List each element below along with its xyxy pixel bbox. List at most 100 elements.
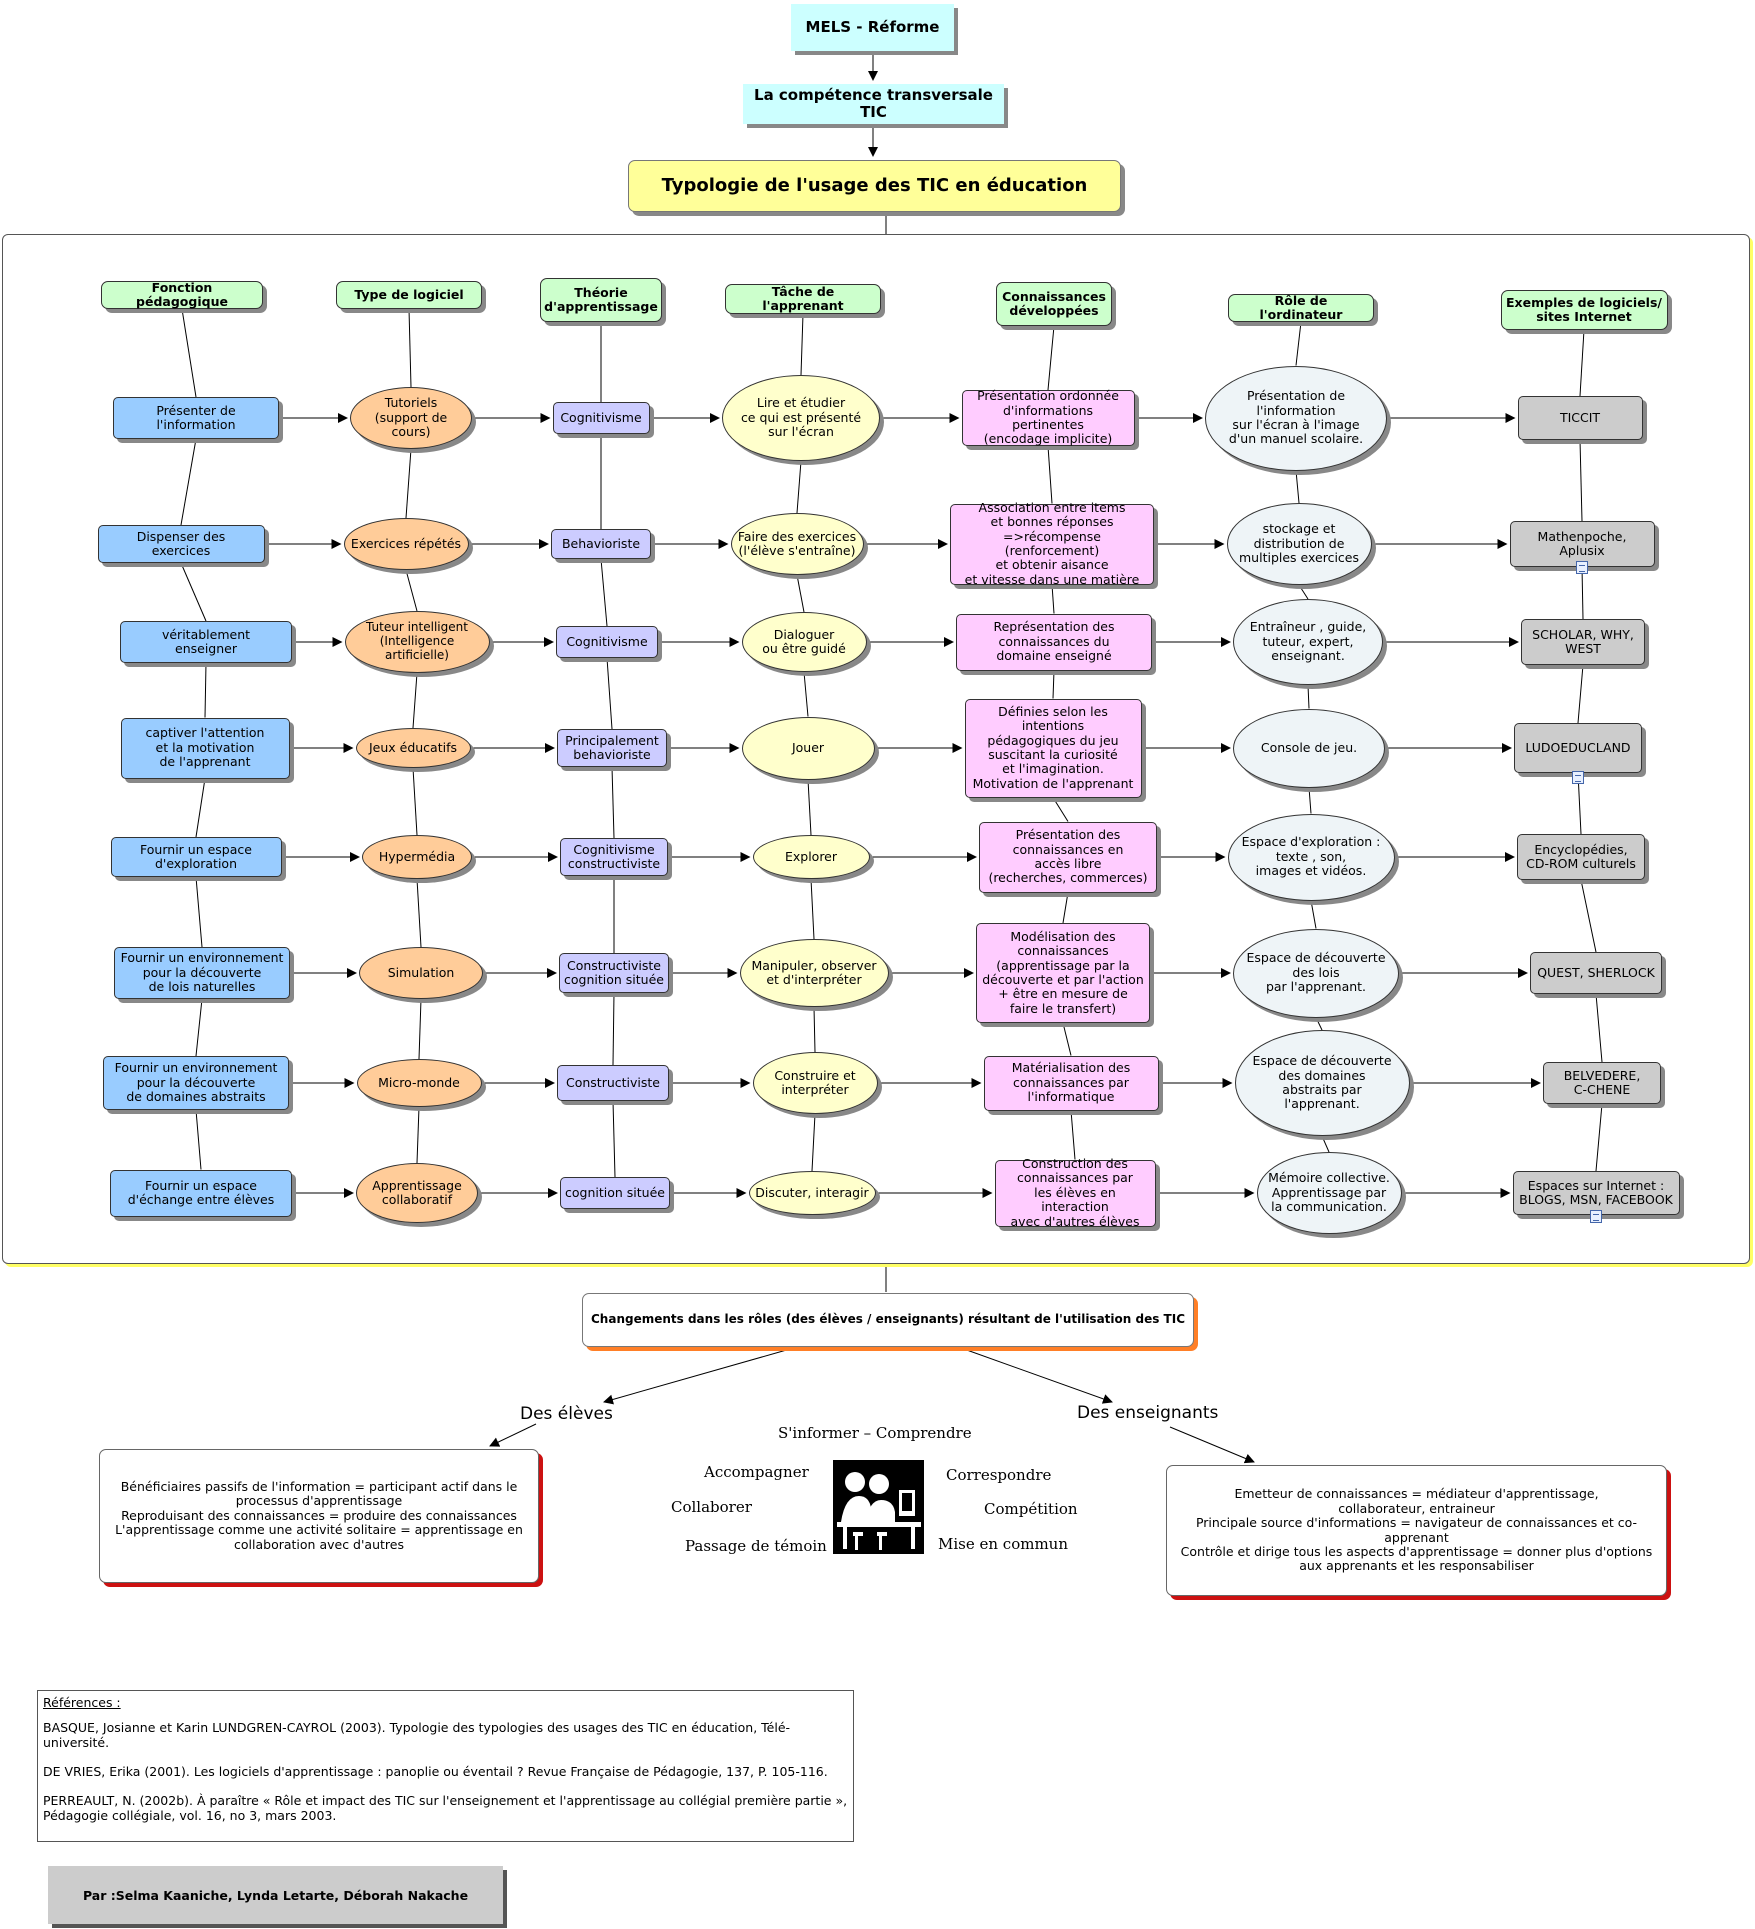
connaissances-node[interactable]: Présentation ordonnée d'informations per… — [961, 389, 1135, 446]
exemple-node[interactable]: QUEST, SHERLOCK — [1530, 952, 1662, 994]
role-node[interactable]: Console de jeu. — [1233, 708, 1385, 788]
note-icon[interactable] — [1576, 561, 1588, 574]
column-connector — [405, 448, 412, 519]
connaissances-node[interactable]: Matérialisation des connaissances par l'… — [983, 1055, 1159, 1111]
column-connector — [204, 662, 207, 718]
exemple-node[interactable]: TICCIT — [1517, 396, 1643, 440]
fonction-node[interactable]: Fournir un espace d'échange entre élèves — [110, 1169, 292, 1217]
exemple-node[interactable]: Espaces sur Internet : BLOGS, MSN, FACEB… — [1512, 1171, 1680, 1215]
column-connector — [1298, 584, 1309, 600]
activity-passage: Passage de témoin — [685, 1537, 827, 1555]
typologie-title-box[interactable]: Typologie de l'usage des TIC en éducatio… — [628, 160, 1121, 212]
column-connector — [405, 569, 418, 612]
column-header-exemple[interactable]: Exemples de logiciels/ sites Internet — [1500, 290, 1668, 330]
connaissances-node[interactable]: Modélisation des connaissances (apprenti… — [976, 923, 1150, 1023]
tache-node[interactable]: Lire et étudier ce qui est présenté sur … — [722, 375, 880, 461]
theorie-node[interactable]: Constructiviste cognition située — [559, 953, 669, 993]
tache-node[interactable]: Dialoguer ou être guidé — [741, 612, 867, 672]
column-connector — [195, 778, 206, 838]
column-connector — [611, 766, 615, 839]
logiciel-node[interactable]: Micro-monde — [356, 1059, 482, 1107]
fonction-node[interactable]: Fournir un environnement pour la découve… — [103, 1056, 289, 1110]
column-header-role[interactable]: Rôle de l'ordinateur — [1228, 293, 1374, 322]
theorie-node[interactable]: Principalement behavioriste — [557, 729, 667, 767]
tache-node[interactable]: Jouer — [741, 716, 875, 780]
fonction-node[interactable]: Présenter de l'information — [113, 397, 279, 439]
role-node[interactable]: Présentation de l'information sur l'écra… — [1205, 365, 1387, 471]
connaissances-node[interactable]: Représentation des connaissances du doma… — [956, 613, 1152, 671]
tache-node[interactable]: Manipuler, observer et d'interpréter — [739, 939, 889, 1007]
role-node[interactable]: stockage et distribution de multiples ex… — [1226, 503, 1372, 585]
tache-node[interactable]: Faire des exercices (l'élève s'entraîne) — [730, 513, 864, 575]
theorie-node[interactable]: Behavioriste — [551, 529, 651, 559]
activity-competition: Compétition — [984, 1500, 1078, 1518]
references-title: Références : — [43, 1695, 121, 1710]
column-header-logiciel[interactable]: Type de logiciel — [336, 281, 482, 309]
activity-accompagner: Accompagner — [704, 1463, 809, 1481]
column-header-theorie[interactable]: Théorie d'apprentissage — [540, 278, 662, 322]
role-node[interactable]: Mémoire collective. Apprentissage par la… — [1256, 1152, 1402, 1234]
logiciel-node[interactable]: Simulation — [359, 947, 483, 999]
theorie-node[interactable]: cognition située — [560, 1177, 670, 1209]
competence-tic-box[interactable]: La compétence transversale TIC — [743, 84, 1004, 124]
column-connector — [1577, 664, 1584, 724]
column-connector — [180, 562, 207, 622]
column-connector — [612, 1100, 616, 1178]
exemple-node[interactable]: Encyclopédies, CD-ROM culturels — [1517, 834, 1645, 880]
column-header-fonction[interactable]: Fonction pédagogique — [101, 280, 263, 309]
exemple-node[interactable]: BELVEDERE, C-CHENE — [1543, 1062, 1661, 1104]
enseignants-roles-box[interactable]: Emetteur de connaissances = médiateur d'… — [1166, 1465, 1667, 1596]
enseignants-label: Des enseignants — [1077, 1403, 1219, 1423]
tache-node[interactable]: Discuter, interagir — [748, 1171, 876, 1215]
connaissances-node[interactable]: Présentation des connaissances en accès … — [979, 821, 1157, 893]
note-icon[interactable] — [1590, 1210, 1602, 1223]
logiciel-node[interactable]: Exercices répétés — [343, 518, 469, 570]
note-icon[interactable] — [1572, 771, 1584, 784]
eleves-label: Des élèves — [520, 1404, 613, 1424]
changes-box[interactable]: Changements dans les rôles (des élèves /… — [582, 1293, 1194, 1347]
logiciel-node[interactable]: Apprentissage collaboratif — [356, 1163, 478, 1223]
theorie-node[interactable]: Cognitivisme constructiviste — [560, 838, 668, 876]
theorie-node[interactable]: Cognitivisme — [552, 402, 650, 434]
exemple-node[interactable]: Mathenpoche, Aplusix — [1509, 521, 1655, 567]
reference-item: BASQUE, Josianne et Karin LUNDGREN-CAYRO… — [43, 1719, 791, 1751]
logiciel-node[interactable]: Jeux éducatifs — [355, 728, 471, 768]
column-connector — [412, 672, 418, 729]
fonction-node[interactable]: Fournir un espace d'exploration — [110, 837, 282, 877]
fonction-node[interactable]: Dispenser des exercices — [97, 525, 265, 563]
logiciel-node[interactable]: Hypermédia — [362, 835, 472, 879]
column-connector — [1295, 321, 1302, 366]
fonction-node[interactable]: captiver l'attention et la motivation de… — [120, 717, 290, 779]
column-header-tache[interactable]: Tâche de l'apprenant — [725, 284, 881, 314]
fonction-node[interactable]: véritablement enseigner — [120, 621, 292, 663]
eleves-roles-box[interactable]: Bénéficiaires passifs de l'information =… — [99, 1449, 539, 1583]
exemple-node[interactable]: SCHOLAR, WHY, WEST — [1521, 619, 1645, 665]
connaissances-node[interactable]: Construction des connaissances par les é… — [994, 1156, 1156, 1228]
column-connector — [1062, 1022, 1072, 1056]
logiciel-node[interactable]: Tutoriels (support de cours) — [350, 387, 472, 449]
role-node[interactable]: Espace d'exploration : texte , son, imag… — [1227, 813, 1395, 901]
column-connector — [181, 308, 197, 398]
activity-correspondre: Correspondre — [946, 1466, 1052, 1484]
fonction-node[interactable]: Fournir un environnement pour la découve… — [114, 947, 290, 999]
role-node[interactable]: Espace de découverte des domaines abstra… — [1234, 1030, 1410, 1136]
tache-node[interactable]: Explorer — [752, 835, 870, 879]
connaissances-node[interactable]: Définies selon les intentions pédagogiqu… — [964, 698, 1142, 798]
connaissances-node[interactable]: Association entre items et bonnes répons… — [950, 500, 1154, 586]
column-connector — [1595, 993, 1603, 1063]
logiciel-node[interactable]: Tuteur intelligent (Intelligence artific… — [344, 611, 490, 673]
column-connector — [1295, 470, 1300, 504]
exemple-node[interactable]: LUDOEDUCLAND — [1514, 723, 1642, 773]
column-header-connaissances[interactable]: Connaissances développées — [996, 282, 1112, 326]
activity-mise-en-commun: Mise en commun — [938, 1535, 1069, 1553]
theorie-node[interactable]: Constructiviste — [557, 1065, 669, 1101]
role-node[interactable]: Espace de découverte des lois par l'appr… — [1233, 928, 1399, 1018]
column-connector — [811, 1113, 816, 1172]
role-node[interactable]: Entraîneur , guide, tuteur, expert, ense… — [1233, 599, 1383, 685]
mels-reforme-box[interactable]: MELS - Réforme — [791, 4, 954, 51]
column-connector — [796, 574, 805, 613]
tache-node[interactable]: Construire et interpréter — [752, 1052, 878, 1114]
reference-item: DE VRIES, Erika (2001). Les logiciels d'… — [43, 1763, 828, 1779]
theorie-node[interactable]: Cognitivisme — [556, 626, 658, 658]
